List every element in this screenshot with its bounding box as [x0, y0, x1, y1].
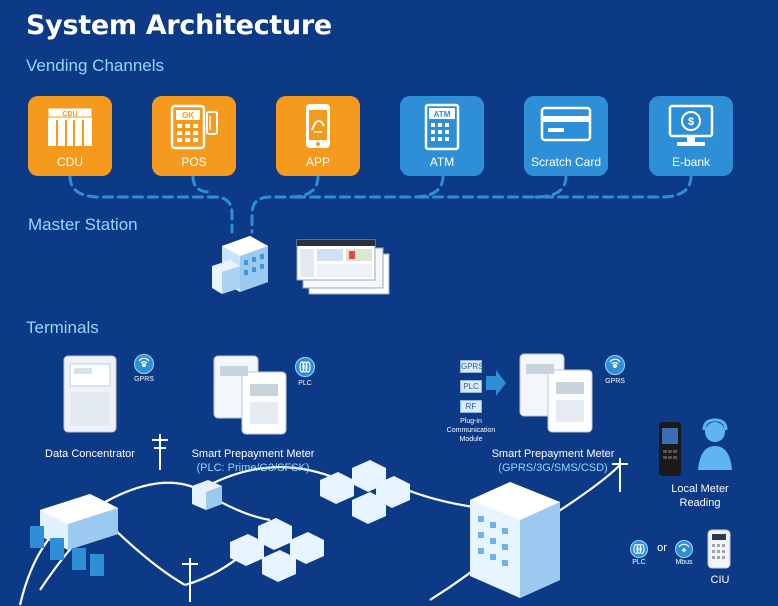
handheld-terminal-icon [659, 422, 681, 476]
antenna-icon [678, 543, 690, 552]
transformer-station-icon [30, 494, 118, 576]
svg-text:ATM: ATM [434, 110, 451, 119]
houses-cluster-icon-2 [320, 460, 410, 524]
ciu-plc-label: PLC [632, 559, 646, 566]
plc-coil-icon [299, 361, 311, 373]
section-vending-channels: Vending Channels [26, 56, 165, 75]
city-landscape [30, 434, 628, 602]
svg-text:CDU: CDU [62, 111, 77, 118]
plc-badge [295, 357, 315, 377]
connector-scratch-card [411, 174, 568, 199]
channel-pos[interactable]: OK POS [152, 96, 236, 176]
connector-e-bank [534, 174, 693, 199]
junction-box-icon [192, 480, 222, 510]
local-reading-line2: Reading [679, 497, 721, 509]
module-gprs: GPRS [460, 360, 484, 373]
plc-smart-meter-icon [213, 355, 287, 435]
arrow-right-icon [486, 370, 506, 396]
ciu-mbus-badge [675, 540, 693, 558]
section-master-station: Master Station [28, 215, 138, 234]
module-rf: RF [460, 400, 482, 413]
ciu-keypad-icon [707, 529, 731, 569]
data-concentrator-label: Data Concentrator [45, 448, 135, 460]
antenna-icon [609, 358, 621, 368]
channel-e-bank[interactable]: $ E-bank [649, 96, 733, 176]
data-concentrator-device-icon [63, 355, 117, 433]
dc-badge-label: GPRS [134, 376, 154, 383]
channel-atm[interactable]: ATM ATM [400, 96, 484, 176]
cdu-icon: CDU [47, 107, 93, 146]
channel-cdu[interactable]: CDU CDU [28, 96, 112, 176]
houses-cluster-icon [230, 518, 324, 582]
svg-text:$: $ [688, 116, 694, 128]
local-reading-line1: Local Meter [671, 483, 729, 495]
connector-atm [288, 174, 445, 199]
office-building-icon [470, 482, 560, 598]
channel-label-pos: POS [181, 155, 207, 169]
plc-badge-label: PLC [298, 380, 312, 387]
module-caption-2: Communication [446, 427, 496, 434]
channel-label-scratch-card: Scratch Card [530, 155, 602, 169]
e-bank-monitor-icon: $ [668, 104, 714, 146]
antenna-icon [138, 357, 150, 367]
channel-scratch-card[interactable]: Scratch Card [524, 96, 608, 176]
smartphone-app-icon [306, 104, 330, 148]
scratch-card-icon [540, 106, 592, 142]
module-plc: PLC [460, 380, 482, 393]
page-title: System Architecture [26, 10, 332, 41]
ciu-mbus-label: Mbus [675, 559, 693, 566]
operator-person-icon [698, 418, 732, 470]
dashboard-screens-icon [296, 239, 390, 295]
master-station-building-icon [212, 236, 268, 294]
utility-pole-icon [152, 434, 168, 470]
connector-cdu [68, 174, 234, 234]
atm-icon: ATM [424, 103, 460, 151]
gprs-meter-badge [605, 355, 625, 375]
ciu-label: CIU [710, 574, 730, 586]
section-terminals: Terminals [26, 318, 99, 337]
channel-app[interactable]: APP [276, 96, 360, 176]
gprs-antenna-badge [134, 354, 154, 374]
gprs-meter-protocols: (GPRS/3G/SMS/CSD) [498, 462, 608, 474]
gprs-meter-label: Smart Prepayment Meter [491, 448, 615, 460]
ciu-or-label: or [657, 542, 667, 554]
module-caption-1: Plug-in [460, 418, 482, 425]
channel-label-e-bank: E-bank [671, 155, 711, 169]
channel-label-cdu: CDU [57, 155, 83, 169]
plc-coil-icon [633, 543, 645, 555]
gprs-smart-meter-icon [519, 353, 593, 433]
gprs-meter-badge-label: GPRS [605, 378, 625, 385]
connector-pos [191, 174, 212, 194]
ciu-plc-badge [630, 540, 648, 558]
pos-terminal-icon: OK [170, 104, 218, 150]
channel-label-app: APP [305, 155, 330, 169]
module-caption-3: Module [459, 436, 483, 443]
channel-label-atm: ATM [429, 155, 455, 169]
svg-text:OK: OK [182, 111, 194, 120]
plc-meter-label: Smart Prepayment Meter [191, 448, 315, 460]
plc-meter-protocols: (PLC: Prime/G3/SFSK) [196, 462, 310, 474]
connector-app [250, 174, 320, 234]
